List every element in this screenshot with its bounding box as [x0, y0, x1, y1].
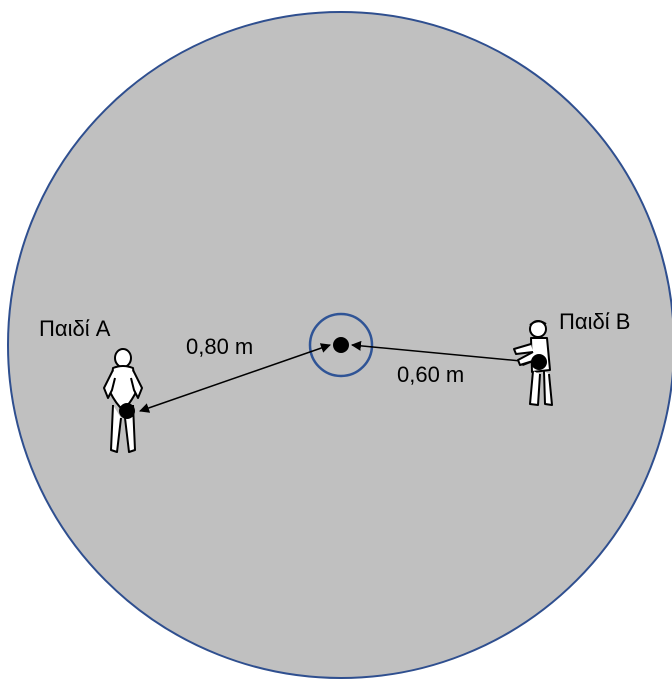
center-ball-icon — [333, 337, 349, 353]
child-standing-front-icon — [103, 348, 143, 453]
distance-arrow-b — [351, 340, 533, 367]
child-a-label: Παιδί A — [39, 316, 111, 341]
child-b-label: Παιδί B — [559, 309, 631, 334]
distance-b-label: 0,60 m — [397, 362, 465, 387]
child-standing-side-icon — [513, 320, 553, 406]
distance-a-label: 0,80 m — [186, 334, 254, 359]
distance-arrow-a — [139, 343, 331, 413]
